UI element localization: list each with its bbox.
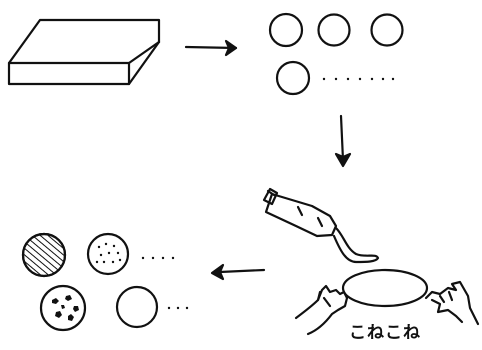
ellipsis-dots (141, 256, 175, 260)
kneaded-dough-icon (341, 268, 429, 308)
arrow-left (210, 263, 266, 281)
tube-icon (262, 187, 380, 264)
chip-disc (39, 284, 87, 332)
arrow-right-1 (184, 39, 238, 57)
ellipsis-dots (322, 77, 395, 81)
right-hand-icon (424, 280, 480, 326)
left-hand-icon (294, 284, 349, 336)
ellipsis-dots (167, 306, 189, 310)
dough-balls-icon (268, 12, 404, 96)
plain-disc (115, 285, 159, 329)
tube-and-hands-kneading-icon (262, 187, 480, 336)
decorated-discs-icon (21, 232, 189, 332)
arrow-down (334, 114, 352, 168)
clay-block-icon (7, 18, 161, 86)
kneading-caption: こねこね (349, 323, 421, 343)
speckled-disc (86, 232, 130, 276)
